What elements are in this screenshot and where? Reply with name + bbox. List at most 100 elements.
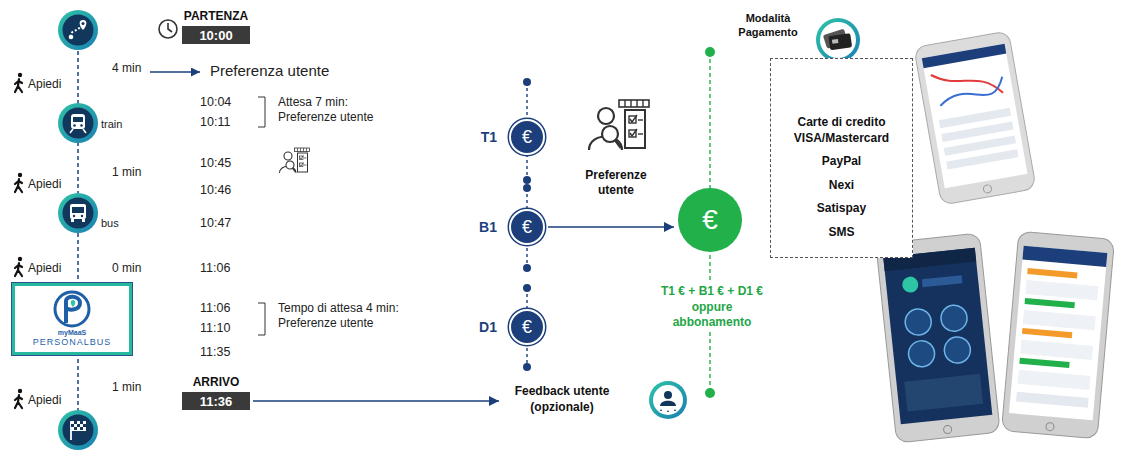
- total-circle: €: [678, 188, 742, 252]
- walker-icon: [15, 73, 22, 92]
- fare-circle: B1€: [509, 209, 545, 245]
- fare-dot-part: [523, 363, 531, 371]
- route-icon-part: [69, 35, 74, 40]
- finish-icon-part: [74, 427, 77, 430]
- time-label: 10:04: [200, 95, 231, 111]
- walker-icon-part: [15, 263, 22, 276]
- fare-dot-part: [523, 176, 531, 184]
- train-icon-part: [71, 114, 85, 129]
- bus-icon-part: [58, 193, 98, 233]
- walker-icon: [15, 257, 22, 276]
- walker-icon-part: [18, 73, 22, 77]
- bus-icon: [58, 193, 98, 233]
- preference-arrow: [150, 71, 200, 73]
- route-icon: [58, 10, 98, 50]
- node-text: PERSONALBUS: [33, 337, 112, 348]
- phone-illustration-part: [876, 233, 1000, 443]
- node-text: €: [522, 217, 532, 238]
- bus-icon-part: [73, 215, 75, 217]
- fare-circle: T1€: [509, 119, 545, 155]
- card-icon: [816, 18, 860, 62]
- phone-illustration-part: [1025, 280, 1098, 300]
- time-label: 10:46: [200, 183, 231, 199]
- finish-icon-part: [71, 421, 86, 431]
- mode-label: Apiedi: [28, 77, 61, 92]
- phone-illustration-part: [943, 336, 972, 365]
- fare-dot-part: [523, 264, 531, 272]
- time-label: 11:06: [200, 261, 230, 277]
- phone-illustration-part: [1025, 298, 1075, 308]
- node-text: Satispay: [817, 201, 866, 217]
- mode-label: train: [101, 118, 122, 132]
- node-text: PARTENZA: [184, 9, 248, 23]
- fare-circle: D1€: [509, 309, 545, 345]
- phone-illustration-part: [940, 304, 969, 333]
- bus-icon-part: [70, 204, 86, 219]
- node-text: D1: [479, 319, 497, 335]
- node-text: ARRIVO: [193, 375, 240, 389]
- train-icon-part: [80, 124, 83, 127]
- phone-illustration-part: [937, 77, 1005, 106]
- walker-icon: [15, 173, 22, 192]
- finish-icon-part: [83, 424, 86, 427]
- clock-icon-part: [159, 20, 177, 38]
- duration-label: 1 min: [112, 380, 141, 395]
- phone-illustration-part: [1016, 392, 1089, 408]
- train-icon-part: [70, 129, 73, 133]
- phone-illustration-part: [1022, 246, 1107, 267]
- payment-heading: Modalità Pagamento: [727, 12, 809, 40]
- node-text: Feedback utente (opzionale): [503, 384, 621, 415]
- node-text: Nexi: [829, 178, 854, 194]
- card-icon-part: [816, 18, 860, 62]
- train-icon-part: [73, 117, 83, 122]
- node-text: PayPal: [822, 154, 861, 170]
- node-text: €: [522, 317, 532, 338]
- clock-icon-part: [168, 23, 172, 32]
- phone-illustration-part: [901, 276, 919, 294]
- node-text: SMS: [828, 225, 854, 241]
- train-icon: [58, 103, 98, 143]
- flow-arrow: [548, 226, 674, 228]
- duration-label: 0 min: [112, 261, 141, 276]
- phone-illustration: [914, 31, 1036, 205]
- feedback-icon-part: [664, 391, 672, 399]
- feedback-node: Feedback utente (opzionale): [503, 380, 688, 420]
- mode-label: Apiedi: [28, 177, 61, 192]
- phone-illustration-part: [1018, 370, 1091, 390]
- feedback-icon-part: [660, 401, 676, 406]
- card-icon-part: [820, 22, 856, 58]
- walker-icon-part: [15, 79, 22, 92]
- mode-label: Apiedi: [28, 393, 61, 408]
- fare-dot-part: [523, 284, 531, 292]
- bracket: [258, 97, 265, 127]
- total-dot: [705, 388, 715, 398]
- mode-label: bus: [101, 217, 119, 231]
- train-icon-part: [73, 124, 76, 127]
- phone-illustration-part: [943, 425, 952, 434]
- node-text: B1: [479, 219, 497, 235]
- phone-illustration: [1001, 231, 1114, 439]
- finish-icon-part: [58, 410, 98, 450]
- bus-icon-part: [81, 215, 83, 217]
- route-icon-part: [80, 20, 87, 30]
- preference-note: Preferenza utente: [210, 62, 329, 81]
- duration-label: 4 min: [112, 61, 141, 76]
- feedback-icon-part: [653, 385, 683, 415]
- wait-note: Attesa 7 min: Preferenze utente: [278, 95, 406, 125]
- card-icon-part: [832, 39, 838, 44]
- clock-icon: [159, 20, 177, 38]
- walker-icon-part: [18, 389, 22, 393]
- time-box: ARRIVO11:36: [182, 392, 250, 410]
- phone-illustration-part: [904, 308, 933, 337]
- logo-mark: [42, 289, 102, 329]
- train-icon-part: [58, 103, 98, 143]
- phone-illustration-part: [922, 44, 1006, 68]
- finish-icon-part: [80, 427, 83, 430]
- route-icon-part: [58, 10, 98, 50]
- phone-illustration-part: [904, 374, 983, 412]
- time-label: 11:35: [200, 345, 230, 361]
- phone-illustration-part: [1022, 328, 1072, 338]
- phone-illustration-part: [983, 184, 992, 193]
- bus-icon-part: [72, 207, 84, 213]
- phone-illustration-part: [1019, 358, 1069, 368]
